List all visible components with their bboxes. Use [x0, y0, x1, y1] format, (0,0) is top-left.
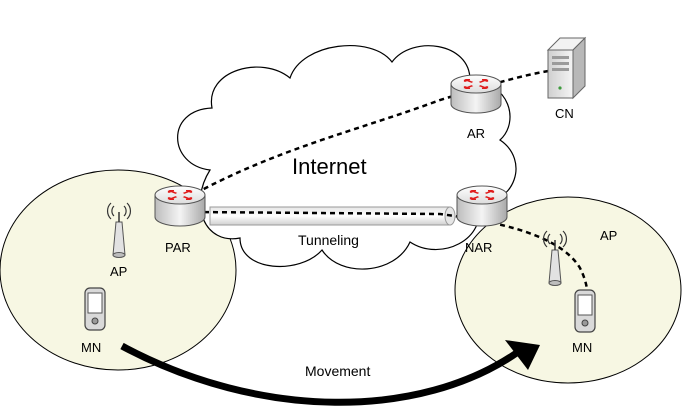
mn-left-label: MN — [81, 340, 101, 355]
ap-left-label: AP — [110, 264, 127, 279]
tunnel — [209, 206, 456, 226]
handheld-device-icon — [84, 287, 106, 331]
server-icon — [546, 36, 587, 100]
antenna-icon — [543, 230, 567, 286]
ap-right-label: AP — [600, 228, 617, 243]
path-par-to-cn — [179, 65, 559, 204]
par-label: PAR — [165, 240, 191, 255]
tunneling-label: Tunneling — [298, 232, 359, 248]
path-tunnel-to-mn — [194, 210, 593, 309]
cn-label: CN — [555, 106, 574, 121]
router-icon — [450, 74, 502, 114]
internet-label: Internet — [292, 154, 367, 179]
nar-label: NAR — [465, 240, 492, 255]
handheld-device-icon — [574, 289, 596, 333]
mn-right-label: MN — [572, 340, 592, 355]
movement-arrow — [120, 342, 520, 406]
movement-label: Movement — [305, 363, 370, 379]
ar-label: AR — [467, 126, 485, 141]
right-access-cell — [454, 196, 682, 384]
antenna-icon — [107, 202, 131, 258]
router-icon — [154, 185, 206, 227]
movement-arrowhead — [505, 340, 540, 370]
router-icon — [456, 185, 508, 227]
